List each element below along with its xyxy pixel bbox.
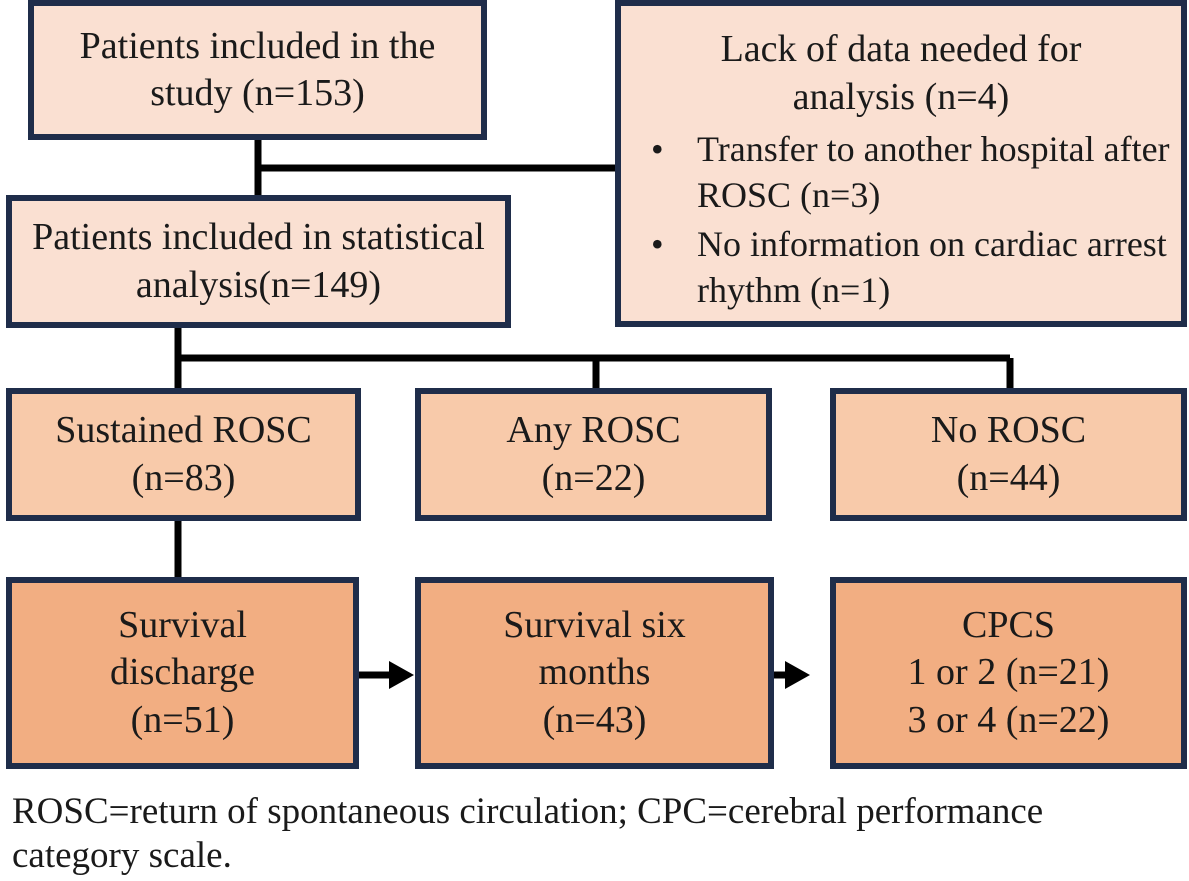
survival-six-months-line2: months	[538, 651, 651, 694]
survival-six-months-line1: Survival six	[503, 603, 686, 646]
patients-included-box: Patients included in the study (n=153)	[28, 0, 487, 140]
no-rosc-label: No ROSC	[930, 409, 1087, 451]
no-rosc-count: (n=44)	[956, 456, 1061, 499]
exclusion-title: Lack of data needed for analysis (n=4)	[720, 28, 1082, 118]
footnote: ROSC=return of spontaneous circulation; …	[12, 791, 1044, 877]
arrow-head-discharge-to-six-months	[389, 661, 414, 689]
exclusion-box: Lack of data needed for analysis (n=4) T…	[615, 0, 1187, 327]
cpcs-box: CPCS 1 or 2 (n=21) 3 or 4 (n=22)	[830, 577, 1187, 769]
arrow-head-six-months-to-cpcs	[785, 661, 810, 689]
exclusion-reason-item: No information on cardiac arrest rhythm …	[621, 222, 1181, 313]
survival-discharge-line1: Survival	[118, 603, 247, 646]
cpcs-title: CPCS	[962, 603, 1055, 646]
exclusion-reasons-list: Transfer to another hospital after ROSC …	[621, 127, 1181, 318]
sustained-rosc-box: Sustained ROSC (n=83)	[6, 388, 361, 521]
cpcs-line2: 3 or 4 (n=22)	[907, 698, 1110, 741]
sustained-rosc-label: Sustained ROSC	[55, 409, 312, 451]
survival-six-months-count: (n=43)	[542, 698, 647, 741]
survival-discharge-box: Survival discharge (n=51)	[6, 577, 359, 769]
exclusion-reason-item: Transfer to another hospital after ROSC …	[621, 127, 1181, 218]
patients-included-text: Patients included in the study (n=153)	[79, 24, 436, 115]
any-rosc-count: (n=22)	[541, 456, 646, 499]
sustained-rosc-count: (n=83)	[131, 456, 236, 499]
cpcs-line1: 1 or 2 (n=21)	[907, 651, 1110, 694]
statistical-analysis-box: Patients included in statistical analysi…	[6, 195, 511, 328]
any-rosc-label: Any ROSC	[506, 409, 681, 451]
survival-discharge-line2: discharge	[110, 651, 255, 694]
survival-six-months-box: Survival six months (n=43)	[415, 577, 774, 769]
survival-discharge-count: (n=51)	[130, 698, 235, 741]
no-rosc-box: No ROSC (n=44)	[830, 388, 1187, 521]
statistical-analysis-text: Patients included in statistical analysi…	[32, 216, 485, 306]
any-rosc-box: Any ROSC (n=22)	[415, 388, 772, 521]
